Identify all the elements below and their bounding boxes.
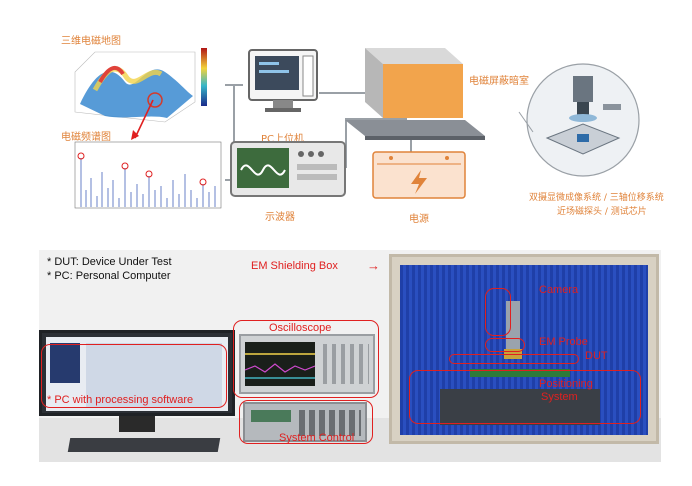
connector-line xyxy=(319,92,385,94)
control-display xyxy=(251,410,291,422)
em-box-arrow: → xyxy=(367,258,380,273)
em-spectrum: 电磁频谱图 xyxy=(55,128,225,214)
positioning-label-line1: Positioning xyxy=(539,378,593,390)
positioning-box xyxy=(409,370,641,424)
oscilloscope-box xyxy=(233,320,379,398)
software-window xyxy=(50,343,80,383)
oscilloscope-label: Oscilloscope xyxy=(269,322,332,334)
control-buttons xyxy=(299,410,361,436)
probe-system: 双摄显微成像系统 / 三轴位移系统 近场磁探头 / 测试芯片 xyxy=(507,62,667,222)
note-pc: * PC: Personal Computer xyxy=(47,270,171,282)
positioning-label-line2: System xyxy=(541,391,578,403)
surface-plot xyxy=(74,48,207,123)
osc-screen xyxy=(244,342,316,386)
note-dut: * DUT: Device Under Test xyxy=(47,256,172,268)
shielding-box-icon xyxy=(345,48,485,140)
pc-host: PC上位机 xyxy=(243,46,323,145)
em-probe-box xyxy=(485,338,525,352)
osc-label: 示波器 xyxy=(265,212,295,223)
system-control-box xyxy=(239,400,373,444)
stage-base xyxy=(440,389,600,425)
pc-monitor-icon xyxy=(248,49,318,112)
map3d-title: 三维电磁地图 xyxy=(61,36,121,47)
pc-screen xyxy=(46,337,228,411)
system-text-line2: 近场磁探头 / 测试芯片 xyxy=(557,207,647,217)
probe-system-icon xyxy=(518,63,640,177)
system-schematic: 三维电磁地图 xyxy=(45,22,668,227)
camera-label: Camera xyxy=(539,284,579,296)
setup-photo: * DUT: Device Under Test * PC: Personal … xyxy=(39,250,661,462)
em-3d-map: 三维电磁地图 xyxy=(55,32,225,132)
power-label: 电源 xyxy=(409,214,429,225)
connector-line xyxy=(345,118,347,168)
oscilloscope-device xyxy=(239,334,375,394)
shielding-interior xyxy=(400,265,648,435)
oscilloscope-unit: 示波器 xyxy=(229,140,347,224)
monitor-stand xyxy=(119,416,155,432)
pc-software-box xyxy=(41,344,227,408)
box-label: 电磁屏蔽暗室 xyxy=(469,76,529,87)
system-text-line1: 双摄显微成像系统 / 三轴位移系统 xyxy=(529,193,664,203)
camera-mount xyxy=(506,301,520,349)
connector-line xyxy=(233,85,235,180)
power-icon xyxy=(372,151,466,199)
power-supply: 电源 xyxy=(371,150,467,226)
oscilloscope-icon xyxy=(230,141,346,197)
software-panel xyxy=(86,343,222,407)
shielding-box: 电磁屏蔽暗室 xyxy=(345,40,529,140)
pc-software-label: * PC with processing software xyxy=(47,394,194,406)
osc-waveform xyxy=(244,353,316,379)
red-arrow xyxy=(131,99,154,140)
keyboard xyxy=(67,438,221,452)
pc-label: PC上位机 xyxy=(261,134,305,145)
test-board xyxy=(470,369,570,377)
em-box-label: EM Shielding Box xyxy=(251,260,338,272)
dut-box xyxy=(449,354,579,364)
connector-line xyxy=(410,134,412,162)
em-probe-label: EM Probe xyxy=(539,336,588,348)
osc-knobs xyxy=(323,344,369,384)
connector-line xyxy=(345,118,407,120)
spectrum-title: 电磁频谱图 xyxy=(61,132,111,143)
camera-box xyxy=(485,288,511,336)
system-control-device xyxy=(243,402,367,442)
spectrum-plot xyxy=(74,141,222,209)
shielding-box-photo xyxy=(389,254,659,444)
dut-label: DUT xyxy=(585,350,608,362)
system-control-label: System Control xyxy=(279,432,355,444)
